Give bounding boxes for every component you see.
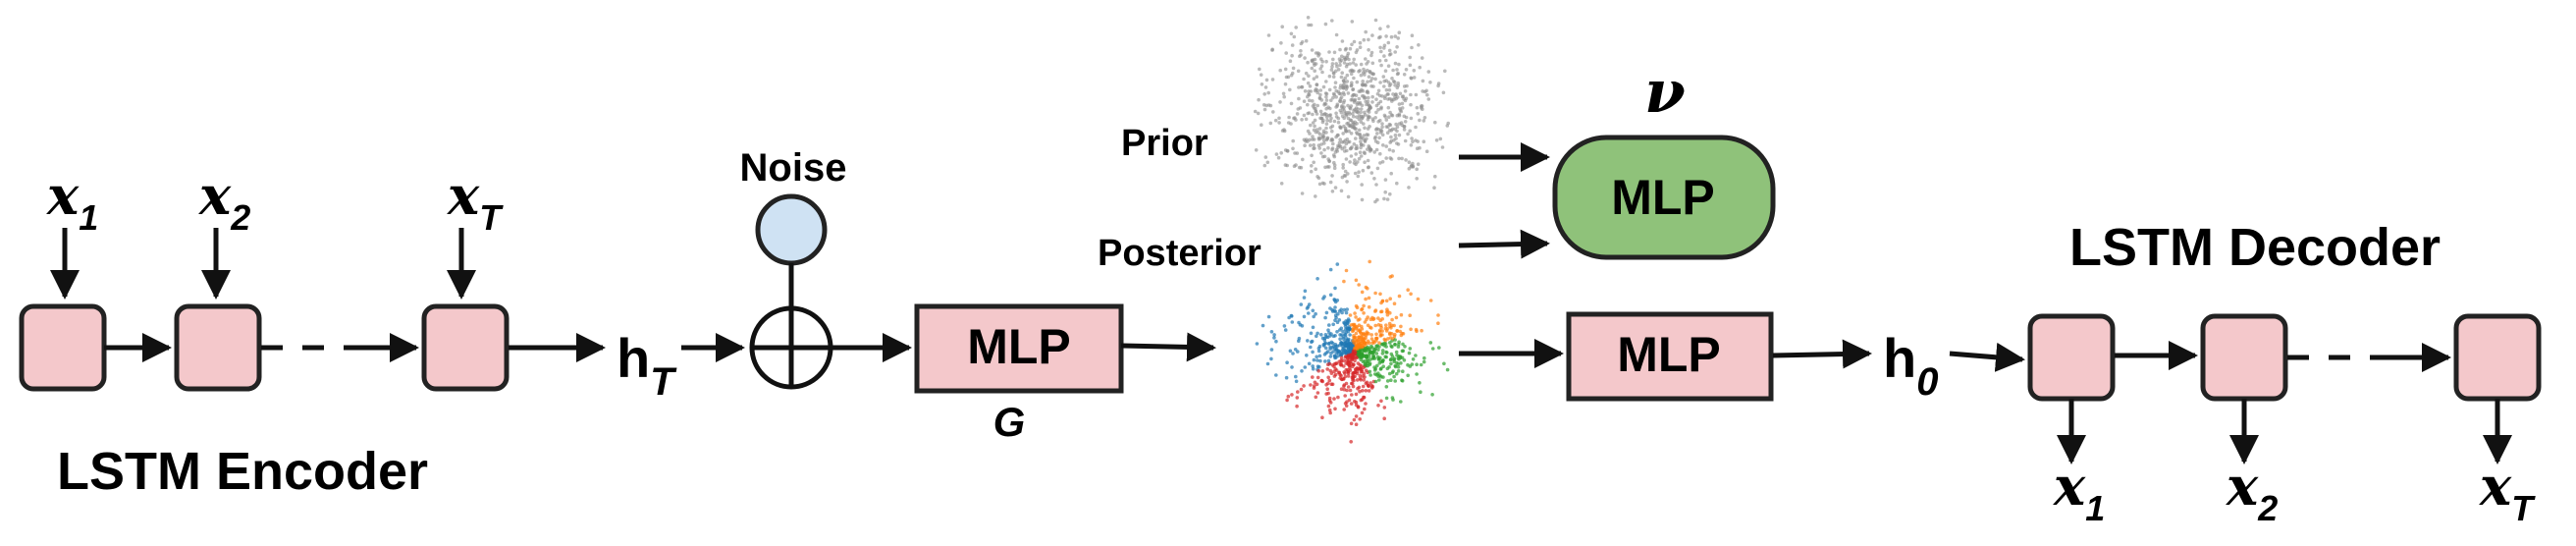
- decoder-output-x2: x2: [2226, 455, 2278, 528]
- generator-caption: G: [993, 399, 1026, 445]
- discriminator-mlp: ν MLP: [1552, 58, 1776, 260]
- hidden-state-hT: hT: [617, 327, 677, 404]
- posterior-to-discriminator-arrow: [1458, 229, 1550, 259]
- decoder-mlp-to-h0-arrow: [1772, 339, 1872, 369]
- decoder-lstm-cell: [2453, 313, 2542, 402]
- decoder-label: LSTM Decoder: [2069, 218, 2441, 277]
- h0-to-decoder-arrow: [1949, 342, 2025, 372]
- noise-node: [755, 193, 828, 266]
- decoder-mlp-label: MLP: [1617, 327, 1721, 382]
- generator-mlp-box: [914, 303, 1124, 394]
- encoder-input-xT: xT: [447, 164, 504, 238]
- posterior-label: Posterior: [1098, 233, 1261, 274]
- noise-label: Noise: [740, 146, 847, 190]
- encoder-lstm-cell: [421, 303, 510, 392]
- decoder-lstm-cell: [2027, 313, 2116, 402]
- decoder-lstm-cell: [2200, 313, 2288, 402]
- prior-label: Prior: [1121, 123, 1208, 164]
- decoder-mlp-box: [1566, 311, 1774, 402]
- discriminator-mlp-label: MLP: [1611, 170, 1715, 225]
- encoder-input-x2: x2: [198, 164, 250, 238]
- noise-injection: Noise: [740, 146, 847, 390]
- generator-to-posterior-arrow: [1120, 332, 1216, 362]
- prior-distribution-scatter: [1253, 15, 1450, 204]
- encoder-input-x1: x1: [46, 164, 98, 238]
- generator-mlp: MLP G: [914, 303, 1124, 445]
- add-operator-icon: [749, 305, 833, 390]
- generator-mlp-label: MLP: [967, 319, 1071, 374]
- encoder-lstm-cell: [174, 303, 262, 392]
- posterior-distribution-scatter: [1255, 259, 1450, 444]
- discriminator-caption: ν: [1644, 58, 1686, 127]
- decoder-mlp: MLP: [1566, 311, 1774, 402]
- lstm-encoder: x1 x2 xT LSTM Encoder: [19, 164, 510, 501]
- hidden-state-h0: h0: [1883, 327, 1938, 404]
- encoder-lstm-cell: [19, 303, 107, 392]
- decoder-output-x1: x1: [2053, 455, 2105, 528]
- encoder-label: LSTM Encoder: [57, 442, 428, 501]
- lstm-decoder: LSTM Decoder x1 x2 xT: [2027, 218, 2542, 528]
- discriminator-mlp-box: [1552, 135, 1776, 260]
- decoder-output-xT: xT: [2479, 455, 2536, 528]
